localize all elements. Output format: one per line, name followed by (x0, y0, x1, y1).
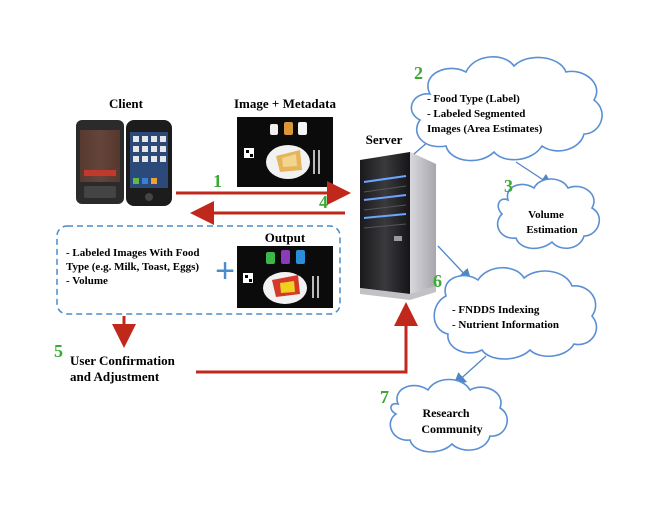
cloud-food-type-line-2: - Labeled Segmented (427, 108, 525, 120)
image-metadata-label: Image + Metadata (234, 96, 336, 111)
cloud-food-type-line-3: Images (Area Estimates) (427, 123, 543, 135)
output-line-1: - Labeled Images With Food (66, 247, 199, 259)
cloud-research-line-1: Research (422, 406, 469, 420)
smartphone-icon (76, 120, 124, 204)
server-tower-icon (360, 152, 436, 300)
output-label: Output (265, 230, 306, 245)
step-6-number: 6 (433, 271, 442, 291)
cloud-volume-line-2: Estimation (526, 224, 577, 236)
cloud-fndds-line-1: - FNDDS Indexing (452, 304, 540, 316)
step-5-number: 5 (54, 341, 63, 361)
user-confirmation-line-2: and Adjustment (70, 369, 160, 384)
cloud-volume-estimation (496, 178, 601, 250)
plus-sign: + (215, 252, 235, 290)
client-label: Client (109, 96, 144, 111)
step-4-number: 4 (319, 192, 328, 212)
user-confirmation-line-1: User Confirmation (70, 353, 176, 368)
cloud-fndds (433, 266, 598, 360)
step-1-number: 1 (213, 171, 222, 191)
cloud-food-type-line-1: - Food Type (Label) (427, 93, 520, 105)
output-dashed-box (56, 225, 341, 315)
cloud-fndds-line-2: - Nutrient Information (452, 319, 559, 331)
arrow-server-to-fndds (437, 245, 472, 282)
step-2-number: 2 (414, 63, 423, 83)
server-label: Server (366, 132, 403, 147)
arrow-5-to-server (196, 302, 418, 374)
output-line-3: - Volume (66, 275, 108, 287)
arrow-fndds-to-research (453, 355, 487, 386)
step-3-number: 3 (504, 176, 513, 196)
food-tray-photo (237, 117, 333, 187)
cloud-volume-line-1: Volume (528, 209, 564, 221)
cloud-food-type (410, 56, 603, 162)
segmented-food-photo (237, 246, 333, 308)
step-7-number: 7 (380, 387, 389, 407)
iphone-icon (126, 120, 172, 206)
output-line-2: Type (e.g. Milk, Toast, Eggs) (66, 261, 199, 273)
cloud-research-community (389, 378, 509, 453)
cloud-research-line-2: Community (421, 422, 482, 436)
